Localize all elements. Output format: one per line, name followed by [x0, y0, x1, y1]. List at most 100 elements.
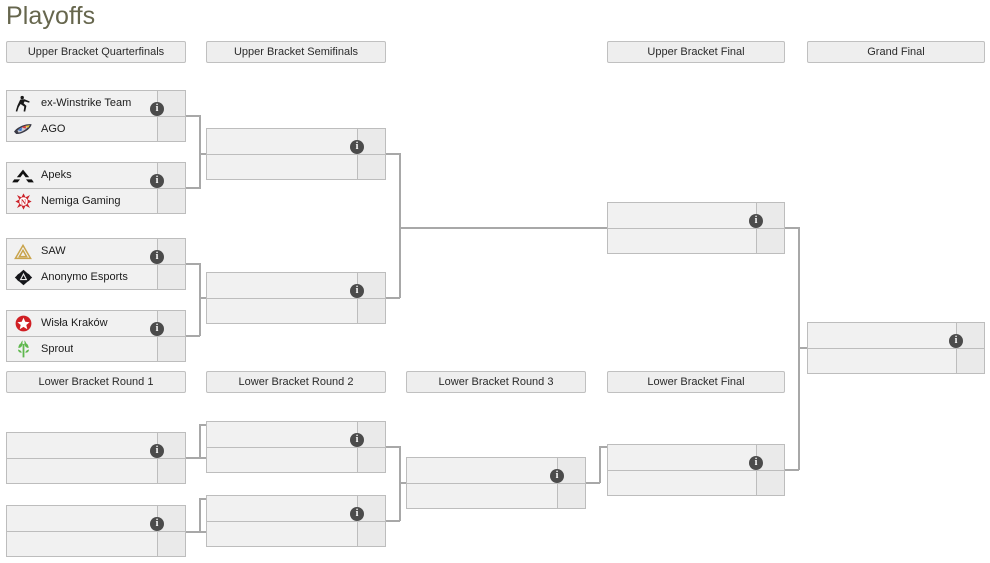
team-row[interactable] — [207, 154, 385, 179]
match-info-icon[interactable]: i — [150, 174, 164, 188]
bracket-connector — [386, 153, 400, 155]
round-header-ub-sf[interactable]: Upper Bracket Semifinals — [206, 41, 386, 63]
team-entry[interactable]: Sprout — [7, 337, 157, 361]
bracket-connector — [599, 446, 608, 448]
team-entry[interactable] — [808, 323, 956, 348]
bracket-connector — [399, 446, 401, 483]
match-info-icon[interactable]: i — [150, 102, 164, 116]
match-info-icon[interactable]: i — [350, 140, 364, 154]
match-info-icon[interactable]: i — [150, 444, 164, 458]
match-ubsf2[interactable] — [206, 272, 386, 324]
team-row[interactable] — [207, 447, 385, 472]
team-row[interactable]: Wisła Kraków — [7, 311, 185, 336]
match-ubfinal[interactable] — [607, 202, 785, 254]
bracket-connector — [785, 469, 799, 471]
team-row[interactable]: Anonymo Esports — [7, 264, 185, 289]
team-entry[interactable]: Apeks — [7, 163, 157, 188]
team-entry[interactable] — [608, 203, 756, 228]
team-entry[interactable] — [407, 458, 557, 483]
match-info-icon[interactable]: i — [350, 507, 364, 521]
match-info-icon[interactable]: i — [150, 517, 164, 531]
match-lbr2a[interactable] — [206, 421, 386, 473]
team-entry[interactable] — [608, 445, 756, 470]
team-entry[interactable] — [7, 506, 157, 531]
team-entry[interactable] — [207, 273, 357, 298]
team-entry[interactable] — [608, 471, 756, 495]
match-info-icon[interactable]: i — [949, 334, 963, 348]
bracket-connector — [186, 187, 200, 189]
round-header-label: Upper Bracket Final — [647, 46, 745, 58]
team-entry[interactable] — [7, 459, 157, 483]
round-header-lb-r3[interactable]: Lower Bracket Round 3 — [406, 371, 586, 393]
team-entry[interactable]: Anonymo Esports — [7, 265, 157, 289]
bracket-connector — [199, 115, 201, 154]
team-score — [157, 459, 185, 483]
match-lbfinal[interactable] — [607, 444, 785, 496]
round-header-ub-qf[interactable]: Upper Bracket Quarterfinals — [6, 41, 186, 63]
team-entry[interactable] — [207, 299, 357, 323]
team-entry[interactable]: ex-Winstrike Team — [7, 91, 157, 116]
match-info-icon[interactable]: i — [150, 250, 164, 264]
team-row[interactable]: AGO — [7, 116, 185, 141]
match-info-icon[interactable]: i — [749, 456, 763, 470]
match-lbr1b[interactable] — [6, 505, 186, 557]
bracket-connector — [785, 227, 799, 229]
round-header-lb-r1[interactable]: Lower Bracket Round 1 — [6, 371, 186, 393]
team-score — [557, 484, 585, 508]
match-info-icon[interactable]: i — [350, 433, 364, 447]
team-entry[interactable] — [7, 433, 157, 458]
team-entry[interactable]: SAW — [7, 239, 157, 264]
team-entry[interactable] — [207, 129, 357, 154]
bracket-connector — [586, 482, 600, 484]
team-entry[interactable] — [207, 422, 357, 447]
team-entry[interactable] — [608, 229, 756, 253]
team-row[interactable] — [808, 348, 984, 373]
team-score — [157, 265, 185, 289]
match-ubsf1[interactable] — [206, 128, 386, 180]
team-entry[interactable] — [207, 448, 357, 472]
bracket-connector — [399, 482, 401, 521]
team-row[interactable] — [207, 298, 385, 323]
team-entry[interactable] — [207, 522, 357, 546]
team-logo-placeholder — [212, 158, 234, 176]
match-lbr3[interactable] — [406, 457, 586, 509]
team-row[interactable] — [7, 458, 185, 483]
match-info-icon[interactable]: i — [749, 214, 763, 228]
match-info-icon[interactable]: i — [150, 322, 164, 336]
team-row[interactable] — [7, 531, 185, 556]
match-lbr2b[interactable] — [206, 495, 386, 547]
team-entry[interactable] — [207, 155, 357, 179]
match-grandfinal[interactable] — [807, 322, 985, 374]
round-header-lb-r2[interactable]: Lower Bracket Round 2 — [206, 371, 386, 393]
team-logo-placeholder — [212, 277, 234, 295]
match-lbr1a[interactable] — [6, 432, 186, 484]
match-info-icon[interactable]: i — [350, 284, 364, 298]
team-entry[interactable] — [207, 496, 357, 521]
team-logo-placeholder — [12, 462, 34, 480]
round-header-gf[interactable]: Grand Final — [807, 41, 985, 63]
bracket-connector — [199, 498, 201, 532]
round-header-lb-f[interactable]: Lower Bracket Final — [607, 371, 785, 393]
team-entry[interactable] — [808, 349, 956, 373]
round-header-label: Lower Bracket Round 3 — [438, 376, 554, 388]
team-row[interactable] — [407, 483, 585, 508]
team-entry[interactable] — [407, 484, 557, 508]
team-entry[interactable]: Wisła Kraków — [7, 311, 157, 336]
team-entry[interactable] — [7, 532, 157, 556]
team-logo-placeholder — [412, 487, 434, 505]
match-info-icon[interactable]: i — [550, 469, 564, 483]
bracket-connector — [386, 297, 400, 299]
team-row[interactable] — [608, 228, 784, 253]
team-logo-placeholder — [212, 133, 234, 151]
team-row[interactable] — [608, 470, 784, 495]
round-header-ub-f[interactable]: Upper Bracket Final — [607, 41, 785, 63]
team-row[interactable]: Sprout — [7, 336, 185, 361]
team-row[interactable] — [207, 521, 385, 546]
team-entry[interactable]: AGO — [7, 117, 157, 141]
